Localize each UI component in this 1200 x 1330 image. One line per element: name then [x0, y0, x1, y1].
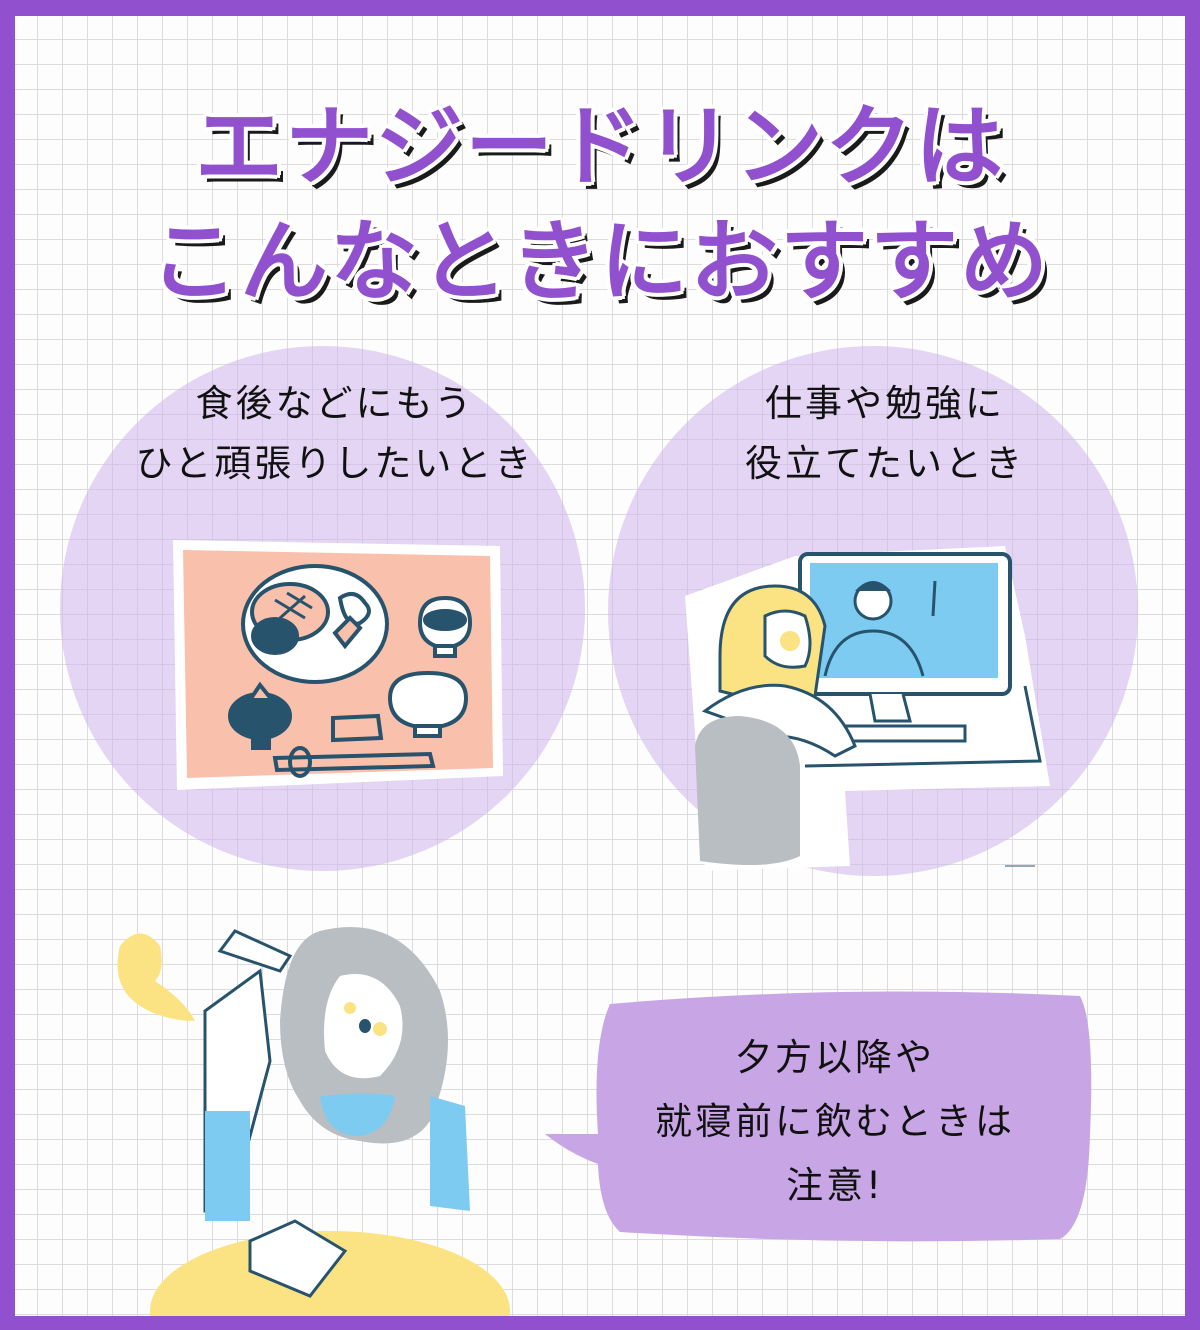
title-line-2: こんなときにおすすめ	[149, 210, 1050, 313]
warning-speech-bubble	[545, 991, 1092, 1242]
caption-line: 食後などにもう	[195, 382, 475, 425]
scene-caption-after-meal: 食後などにもう ひと頑張りしたいとき	[100, 374, 570, 494]
warning-line: 注意!	[786, 1164, 884, 1207]
caption-line: ひと頑張りしたいとき	[135, 442, 535, 485]
caption-line: 仕事や勉強に	[765, 382, 1005, 425]
title-line-1: エナジードリンクは	[194, 95, 1005, 198]
online-lesson-icon	[685, 546, 1050, 871]
meal-tray-icon	[173, 540, 503, 790]
yawning-woman-icon	[117, 927, 510, 1316]
scene-caption-work-study: 仕事や勉強に 役立てたいとき	[685, 374, 1085, 494]
warning-text: 夕方以降や 就寝前に飲むときは 注意!	[590, 1026, 1080, 1218]
caption-line: 役立てたいとき	[745, 442, 1025, 485]
warning-line: 夕方以降や	[735, 1036, 935, 1079]
warning-line: 就寝前に飲むときは	[655, 1100, 1015, 1143]
infographic-frame: エナジードリンクは こんなときにおすすめ 食後などにもう ひと頑張りしたいとき …	[15, 16, 1185, 1316]
